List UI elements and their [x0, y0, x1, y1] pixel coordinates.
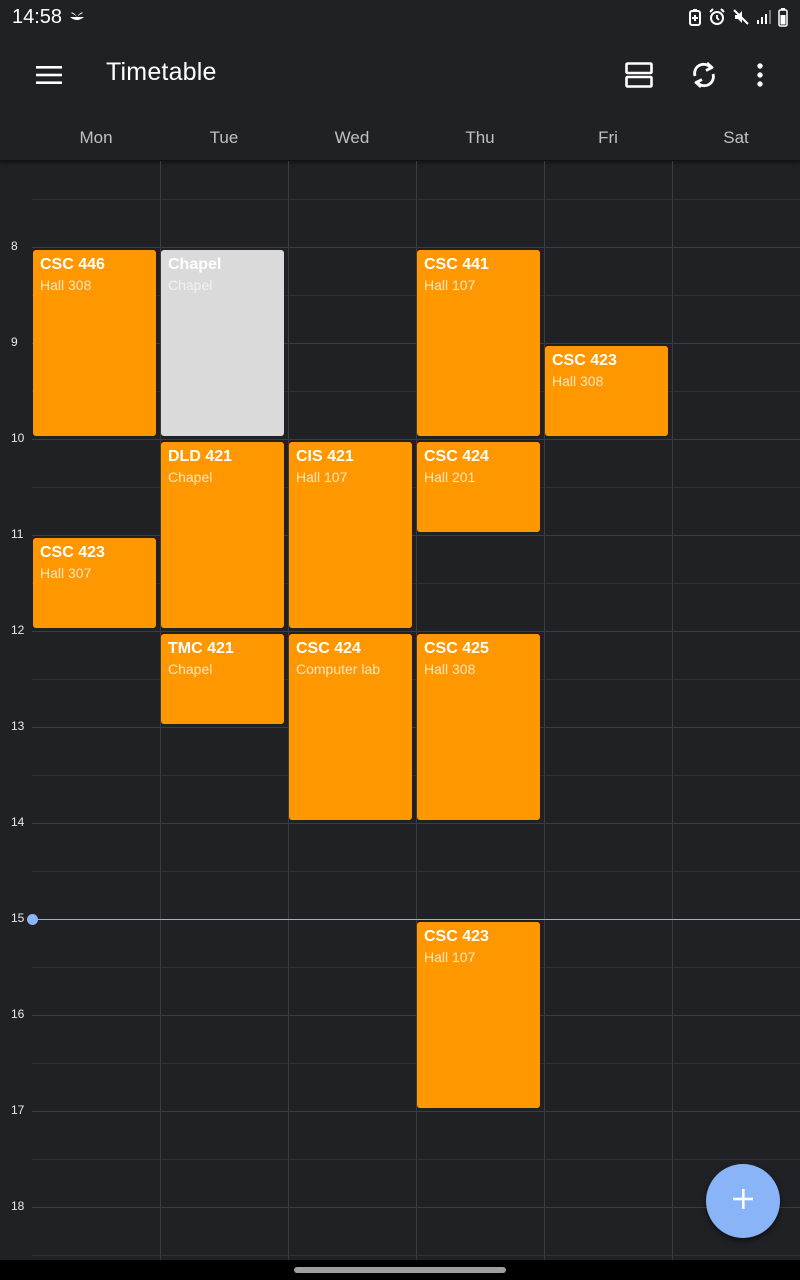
event-title: CSC 423 — [40, 544, 105, 561]
hour-label: 12 — [11, 623, 25, 637]
hour-label: 10 — [11, 431, 25, 445]
home-handle[interactable] — [294, 1267, 506, 1273]
event-title: CSC 423 — [552, 352, 617, 369]
event-room: Computer lab — [296, 661, 381, 677]
more-vert-icon[interactable] — [739, 54, 781, 96]
day-label-tue: Tue — [209, 128, 239, 147]
event-title: CSC 446 — [40, 256, 105, 273]
day-divider — [544, 161, 545, 1260]
event-title: CSC 424 — [424, 448, 489, 465]
event-title: CSC 424 — [296, 640, 361, 657]
day-label-thu: Thu — [465, 128, 495, 147]
event-room: Hall 308 — [40, 277, 92, 293]
day-label-fri: Fri — [598, 128, 618, 147]
mute-icon — [732, 8, 750, 31]
menu-icon[interactable] — [30, 56, 68, 94]
hour-label: 9 — [11, 335, 18, 349]
signal-icon — [756, 9, 772, 30]
plus-icon — [732, 1188, 754, 1215]
event-title: CIS 421 — [296, 448, 354, 465]
view-agenda-icon[interactable] — [618, 54, 660, 96]
event-title: CSC 423 — [424, 928, 489, 945]
page-title: Timetable — [106, 58, 217, 86]
event-room: Chapel — [168, 277, 213, 293]
navigation-bar — [0, 1260, 800, 1280]
app-bar: Timetable — [0, 34, 800, 116]
event-title: DLD 421 — [168, 448, 233, 465]
hour-label: 16 — [11, 1007, 25, 1021]
event-room: Hall 308 — [552, 373, 604, 389]
day-label-wed: Wed — [334, 128, 370, 147]
hour-label: 15 — [11, 911, 25, 925]
day-divider — [160, 161, 161, 1260]
event-room: Hall 201 — [424, 469, 476, 485]
event-room: Hall 107 — [424, 277, 476, 293]
day-divider — [416, 161, 417, 1260]
current-time-line — [32, 919, 800, 920]
event-title: CSC 441 — [424, 256, 489, 273]
event-room: Hall 107 — [424, 949, 476, 965]
hour-label: 11 — [11, 527, 24, 541]
day-label-mon: Mon — [79, 128, 113, 147]
leaf-notification-icon — [68, 9, 86, 30]
hour-label: 18 — [11, 1199, 25, 1213]
status-icons — [688, 7, 788, 32]
battery-icon — [778, 7, 788, 32]
hour-label: 17 — [11, 1103, 25, 1117]
hour-label: 14 — [11, 815, 25, 829]
current-time-dot — [27, 914, 38, 925]
day-label-sat: Sat — [723, 128, 749, 147]
sync-icon[interactable] — [683, 54, 725, 96]
event-room: Hall 308 — [424, 661, 476, 677]
day-header: Mon Tue Wed Thu Fri Sat — [0, 116, 800, 161]
hour-label: 8 — [11, 239, 18, 253]
day-divider — [288, 161, 289, 1260]
event-title: Chapel — [168, 256, 222, 273]
hour-label: 13 — [11, 719, 25, 733]
event-room: Chapel — [168, 661, 213, 677]
event-room: Hall 307 — [40, 565, 92, 581]
status-bar: 14:58 — [0, 0, 800, 34]
event-title: CSC 425 — [424, 640, 489, 657]
status-time: 14:58 — [12, 6, 63, 28]
day-divider — [672, 161, 673, 1260]
event-title: TMC 421 — [168, 640, 234, 657]
event-room: Chapel — [168, 469, 213, 485]
alarm-icon — [708, 8, 726, 31]
add-event-button[interactable] — [706, 1164, 780, 1238]
battery-saver-icon — [688, 8, 702, 31]
event-room: Hall 107 — [296, 469, 348, 485]
